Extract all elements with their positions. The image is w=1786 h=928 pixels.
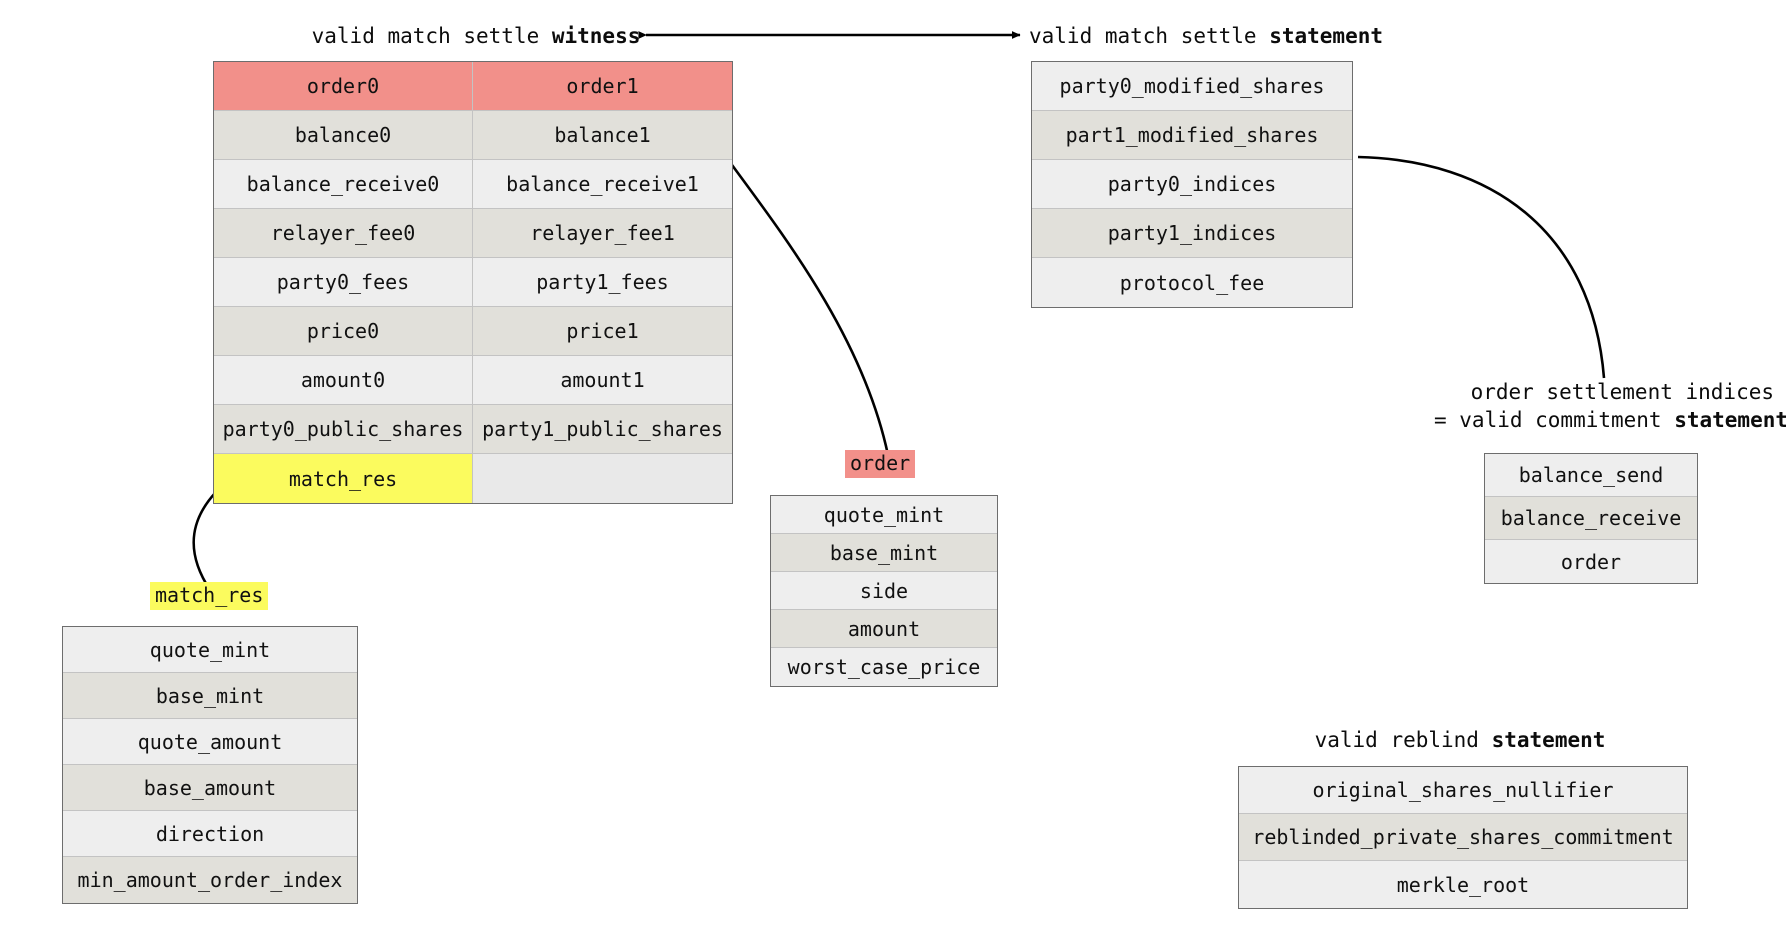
order-cell: worst_case_price bbox=[771, 648, 997, 686]
match-res-cell: min_amount_order_index bbox=[63, 857, 357, 903]
witness-cell-right: party1_fees bbox=[473, 258, 732, 307]
table-row: part1_modified_shares bbox=[1032, 111, 1352, 160]
statement-to-indices-edge bbox=[1357, 155, 1606, 379]
match-res-cell: base_amount bbox=[63, 765, 357, 811]
match-res-chip: match_res bbox=[150, 582, 269, 610]
statement-title-plain: valid match settle bbox=[1029, 24, 1270, 48]
table-row: quote_mint bbox=[63, 627, 357, 673]
witness-cell-right: party1_public_shares bbox=[473, 405, 732, 454]
table-row: amount bbox=[771, 610, 997, 648]
witness-cell-left: order0 bbox=[214, 62, 473, 111]
witness-cell-left: relayer_fee0 bbox=[214, 209, 473, 258]
order-cell: quote_mint bbox=[771, 496, 997, 534]
witness-cell-right: relayer_fee1 bbox=[473, 209, 732, 258]
statement-cell: party1_indices bbox=[1032, 209, 1352, 258]
reblind-title-bold: statement bbox=[1491, 728, 1606, 752]
witness-cell-right bbox=[473, 454, 732, 503]
witness-cell-left: amount0 bbox=[214, 356, 473, 405]
indices-title-line2-bold: statement bbox=[1674, 408, 1786, 433]
table-row: protocol_fee bbox=[1032, 258, 1352, 307]
commitment-cell: order bbox=[1485, 540, 1697, 583]
table-row: quote_amount bbox=[63, 719, 357, 765]
match-res-cell: direction bbox=[63, 811, 357, 857]
witness-cell-right: order1 bbox=[473, 62, 732, 111]
commitment-cell: balance_send bbox=[1485, 454, 1697, 497]
table-row: balance_send bbox=[1485, 454, 1697, 497]
witness-title: valid match settle witness bbox=[312, 22, 641, 50]
match-res-cell: quote_mint bbox=[63, 627, 357, 673]
table-row: order bbox=[1485, 540, 1697, 583]
reblind-title: valid reblind statement bbox=[1315, 726, 1606, 754]
witness-cell-right: balance1 bbox=[473, 111, 732, 160]
witness-cell-right: balance_receive1 bbox=[473, 160, 732, 209]
statement-cell: protocol_fee bbox=[1032, 258, 1352, 307]
table-row: reblinded_private_shares_commitment bbox=[1239, 814, 1687, 861]
table-row: match_res bbox=[214, 454, 732, 503]
witness-cell-left: balance0 bbox=[214, 111, 473, 160]
witness-title-plain: valid match settle bbox=[311, 24, 552, 48]
match-res-cell: base_mint bbox=[63, 673, 357, 719]
commitment-cell: balance_receive bbox=[1485, 497, 1697, 540]
reblind-cell: original_shares_nullifier bbox=[1239, 767, 1687, 814]
statement-cell: party0_indices bbox=[1032, 160, 1352, 209]
indices-title-line1: order settlement indices bbox=[1470, 380, 1774, 404]
table-row: base_mint bbox=[63, 673, 357, 719]
table-row: party0_modified_shares bbox=[1032, 62, 1352, 111]
table-row: balance_receive bbox=[1485, 497, 1697, 540]
table-row: direction bbox=[63, 811, 357, 857]
match-res-cell: quote_amount bbox=[63, 719, 357, 765]
witness-cell-left: party0_public_shares bbox=[214, 405, 473, 454]
witness-cell-right: price1 bbox=[473, 307, 732, 356]
table-row: base_amount bbox=[63, 765, 357, 811]
reblind-cell: reblinded_private_shares_commitment bbox=[1239, 814, 1687, 861]
table-row: party1_indices bbox=[1032, 209, 1352, 258]
order-chip: order bbox=[845, 450, 916, 478]
statement-cell: part1_modified_shares bbox=[1032, 111, 1352, 160]
statement-title: valid match settle statement bbox=[1029, 22, 1383, 50]
statement-title-bold: statement bbox=[1269, 24, 1384, 48]
table-row: min_amount_order_index bbox=[63, 857, 357, 903]
table-row: quote_mint bbox=[771, 496, 997, 534]
table-row: base_mint bbox=[771, 534, 997, 572]
witness-cell-left: price0 bbox=[214, 307, 473, 356]
indices-title-line2: = valid commitment statement bbox=[1434, 406, 1786, 434]
table-row: side bbox=[771, 572, 997, 610]
witness-cell-left: party0_fees bbox=[214, 258, 473, 307]
order-cell: base_mint bbox=[771, 534, 997, 572]
table-row: worst_case_price bbox=[771, 648, 997, 686]
table-row: original_shares_nullifier bbox=[1239, 767, 1687, 814]
statement-cell: party0_modified_shares bbox=[1032, 62, 1352, 111]
matchres-cell-to-chip-edge bbox=[192, 491, 217, 591]
table-row: party0_indices bbox=[1032, 160, 1352, 209]
reblind-title-plain: valid reblind bbox=[1314, 728, 1492, 752]
witness-cell-left: match_res bbox=[214, 454, 473, 503]
witness-cell-right: amount1 bbox=[473, 356, 732, 405]
table-row: merkle_root bbox=[1239, 861, 1687, 908]
order-settlement-indices-title: order settlement indices = valid commitm… bbox=[1434, 378, 1786, 435]
order-cell: amount bbox=[771, 610, 997, 648]
witness-title-bold: witness bbox=[551, 24, 641, 48]
reblind-cell: merkle_root bbox=[1239, 861, 1687, 908]
order-cell: side bbox=[771, 572, 997, 610]
indices-title-line2-plain: = valid commitment bbox=[1434, 408, 1675, 433]
witness-cell-left: balance_receive0 bbox=[214, 160, 473, 209]
